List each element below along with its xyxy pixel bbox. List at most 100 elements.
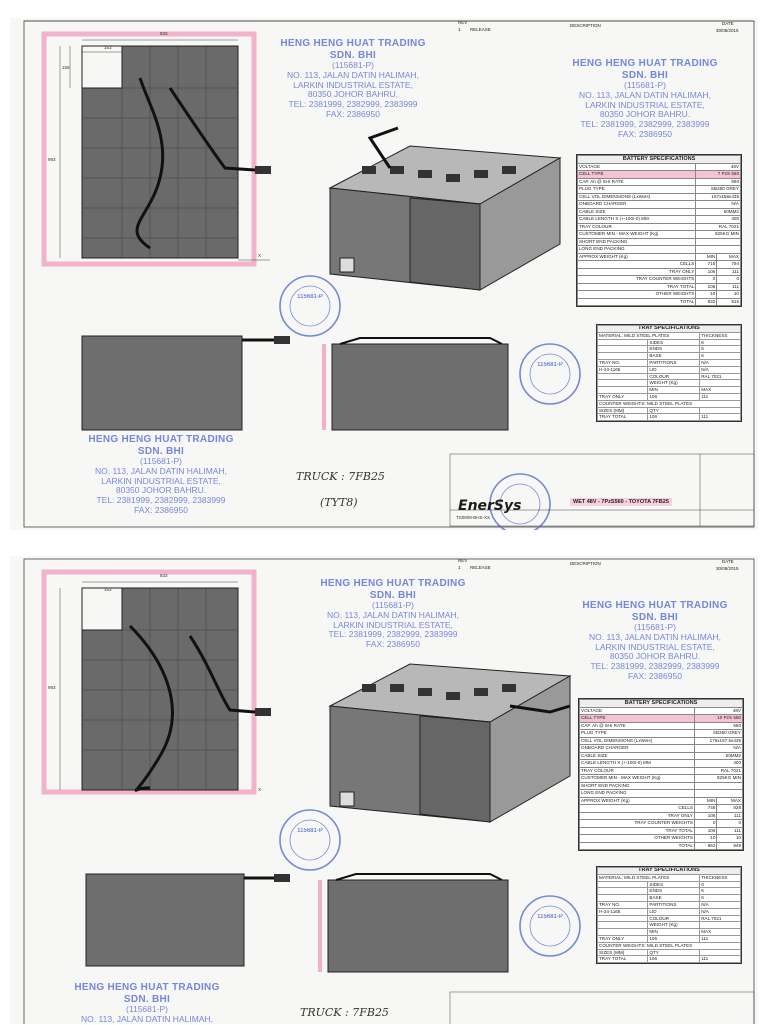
table-cell: 949 — [716, 841, 743, 850]
table-cell: TOTAL — [576, 297, 697, 306]
table-cell: 0 — [693, 819, 718, 828]
rev-label: REV — [458, 558, 468, 563]
table-cell: VOLTAGE — [576, 162, 697, 171]
table-cell: 6 — [699, 880, 741, 889]
table-row: TRAY SPECIFICATIONS — [597, 325, 741, 333]
table-cell: THICKNESS — [699, 331, 741, 340]
table-row: SIZES (MM)QTY — [596, 948, 741, 957]
table-cell: 111 — [699, 413, 741, 422]
rev-label: REV — [458, 20, 468, 25]
rev-value: 1 — [458, 27, 461, 32]
table-cell: CABLE LENGTH X (+-100/-0) MM — [576, 215, 697, 224]
table-cell: 6 — [699, 345, 741, 354]
table-cell: CELL VOL DIMENSIONS (LxWxH) — [579, 736, 695, 745]
table-cell: ENDS — [647, 887, 701, 896]
table-cell: TRAY SPECIFICATIONS — [597, 867, 741, 875]
table-cell: 175x157.5x435 — [693, 736, 744, 745]
table-cell: 111 — [716, 282, 741, 291]
table-cell: 6 — [699, 894, 741, 902]
table-cell: 111 — [716, 811, 743, 820]
table-row: COUNTER WEIGHTS: MILD STEEL PLATES — [597, 941, 741, 950]
table-cell: 716 — [695, 260, 718, 269]
table-cell: 111 — [699, 955, 741, 964]
drawing-sheet-1: REV 1 RELEASE DESCRIPTION DATE 30/08/201… — [10, 18, 758, 530]
table-cell: 828 — [716, 804, 743, 813]
table-cell: BASE — [647, 352, 701, 360]
table-cell — [699, 921, 741, 930]
table-row: SIZES (MM)QTY — [596, 406, 741, 415]
table-cell: MATERIAL: MILD STEEL PLATES — [596, 873, 701, 882]
table-cell: 915 — [716, 297, 741, 306]
handwritten-note: (TYT8) — [320, 496, 358, 509]
table-row: BATTERY SPECIFICATIONS — [579, 699, 743, 708]
release-label: RELEASE — [470, 565, 491, 570]
table-cell: MAX — [699, 386, 741, 394]
table-cell: PLUG TYPE — [576, 185, 697, 194]
table-cell: MATERIAL: MILD STEEL PLATES — [596, 331, 701, 340]
table-cell: H-24-1165 — [596, 907, 649, 916]
table-cell: MAX — [716, 796, 743, 805]
table-cell: 10 PzS 550 — [693, 714, 744, 723]
table-row: LONG END PACKING — [576, 245, 741, 254]
table-cell — [693, 789, 744, 798]
table-row: SHORT END PACKING — [576, 237, 741, 246]
release-label: RELEASE — [470, 27, 491, 32]
table-cell: 6 — [699, 887, 741, 896]
enersys-logo: EnerSys — [458, 498, 522, 514]
table-cell — [596, 386, 649, 394]
table-cell: LONG END PACKING — [579, 789, 695, 798]
table-cell: CABLE SIZE — [579, 751, 695, 760]
table-cell — [596, 338, 649, 347]
table-cell: TRAY ONLY — [596, 392, 649, 401]
title-block: WET 48V - 7PzS560 - TOYOTA 7FB25 — [570, 498, 672, 506]
table-row: CUSTOMER MIN - MAX WEIGHT (Kg)825KG MIN — [579, 774, 744, 783]
table-cell: 48V — [695, 162, 741, 171]
company-stamp: HENG HENG HUAT TRADING SDN. BHI (115681-… — [88, 434, 234, 515]
table-cell: H-24-1165 — [596, 365, 649, 374]
table-cell: ENDS — [647, 345, 701, 354]
table-cell: 106 — [647, 934, 701, 943]
table-row: CELL VOL DIMENSIONS (LxWxH)175x157.5x435 — [579, 736, 744, 745]
table-cell: 560 — [695, 177, 741, 186]
table-row: BATTERY SPECIFICATIONS — [577, 155, 741, 164]
table-cell: 106 — [647, 413, 701, 422]
table-cell: 111 — [699, 934, 741, 943]
table-cell: N/A — [699, 358, 741, 367]
table-cell — [596, 914, 649, 923]
table-row: CUSTOMER MIN - MAX WEIGHT (Kg)825KG MIN — [576, 230, 741, 239]
table-cell: THICKNESS — [699, 873, 741, 882]
table-cell — [596, 894, 649, 902]
table-cell: QTY — [647, 406, 701, 415]
table-cell: 106 — [693, 811, 718, 820]
table-cell: 6 — [699, 338, 741, 347]
table-cell — [596, 345, 649, 354]
dim-corner: 153 — [104, 45, 112, 50]
table-cell — [699, 406, 741, 415]
table-cell: TRAY TOTAL — [596, 955, 649, 964]
table-cell: COLOUR — [647, 372, 701, 381]
table-cell: BATTERY SPECIFICATIONS — [579, 699, 743, 708]
table-cell — [596, 352, 649, 360]
table-cell: TRAY COLOUR — [576, 222, 697, 231]
table-cell: TRAY ONLY — [596, 934, 649, 943]
table-cell: PLUG TYPE — [579, 729, 695, 738]
seal-text: 115681-P — [537, 362, 563, 368]
